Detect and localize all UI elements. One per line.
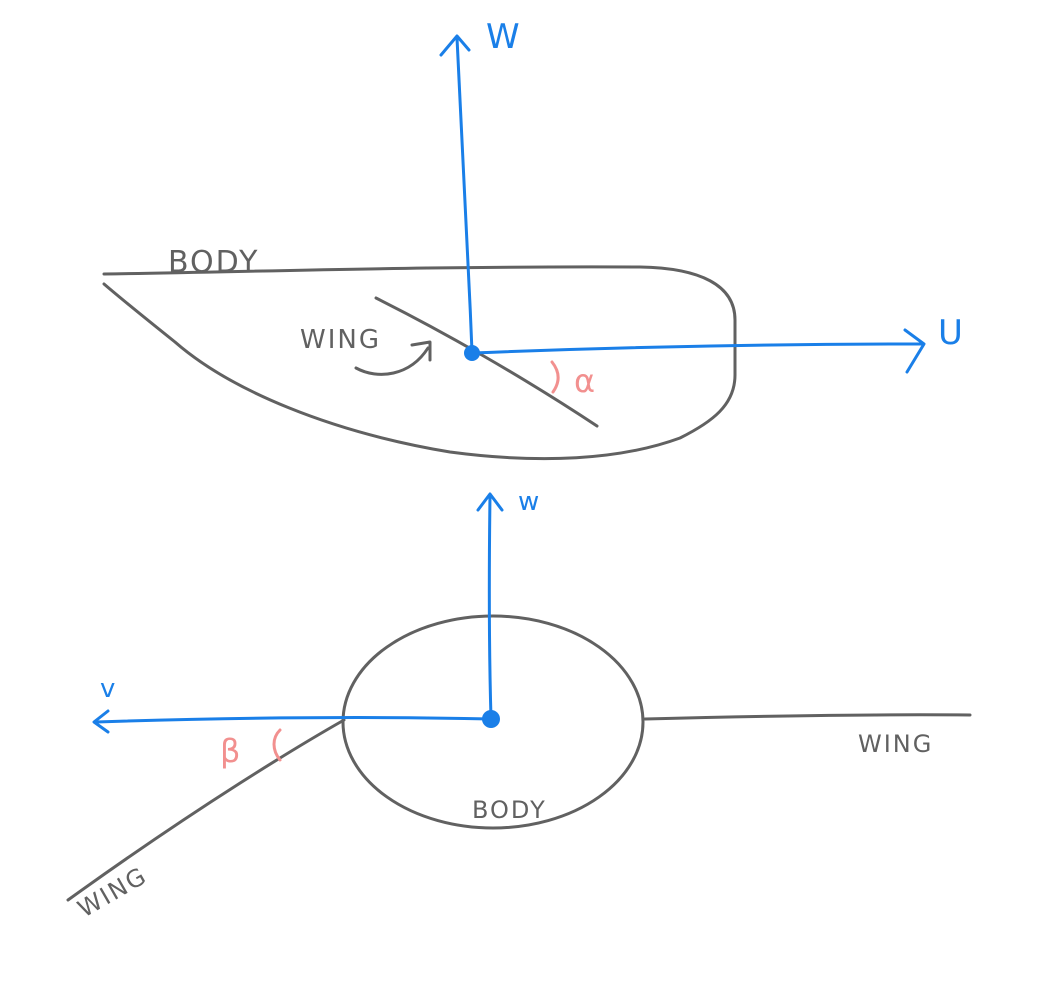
side-view: BODY WING W U α xyxy=(102,17,965,461)
side-origin-dot xyxy=(464,345,480,361)
front-right-wing-line xyxy=(643,713,972,721)
alpha-angle-mark xyxy=(550,360,560,394)
side-wing-label: WING xyxy=(300,325,381,355)
front-left-wing-line xyxy=(66,718,346,902)
front-w-axis-arrowhead xyxy=(476,492,504,512)
side-w-axis-arrowhead xyxy=(439,34,471,57)
front-view: w v BODY WING WING β xyxy=(66,487,972,923)
side-u-axis-label: U xyxy=(938,313,965,353)
front-left-wing-label: WING xyxy=(73,861,152,923)
side-w-axis-label: W xyxy=(486,17,522,57)
beta-label: β xyxy=(220,732,242,770)
front-w-axis-label: w xyxy=(518,487,541,517)
front-body-label: BODY xyxy=(472,796,547,824)
side-body-label: BODY xyxy=(168,245,259,280)
front-v-axis-label: v xyxy=(100,674,117,704)
wing-pointer-arrow xyxy=(354,346,430,376)
side-u-axis-arrowhead xyxy=(903,328,926,374)
side-body-outline xyxy=(102,265,737,461)
alpha-label: α xyxy=(574,362,597,400)
beta-angle-mark xyxy=(272,728,282,762)
wing-pointer-arrowhead xyxy=(410,340,432,362)
front-right-wing-label: WING xyxy=(858,730,933,758)
front-w-axis-line xyxy=(487,494,493,720)
side-w-axis-line xyxy=(455,36,474,354)
side-wing-line xyxy=(374,296,599,428)
side-u-axis-line xyxy=(470,342,924,355)
front-origin-dot xyxy=(482,710,500,728)
front-v-axis-arrowhead xyxy=(92,709,110,734)
front-v-axis-line xyxy=(94,716,493,724)
